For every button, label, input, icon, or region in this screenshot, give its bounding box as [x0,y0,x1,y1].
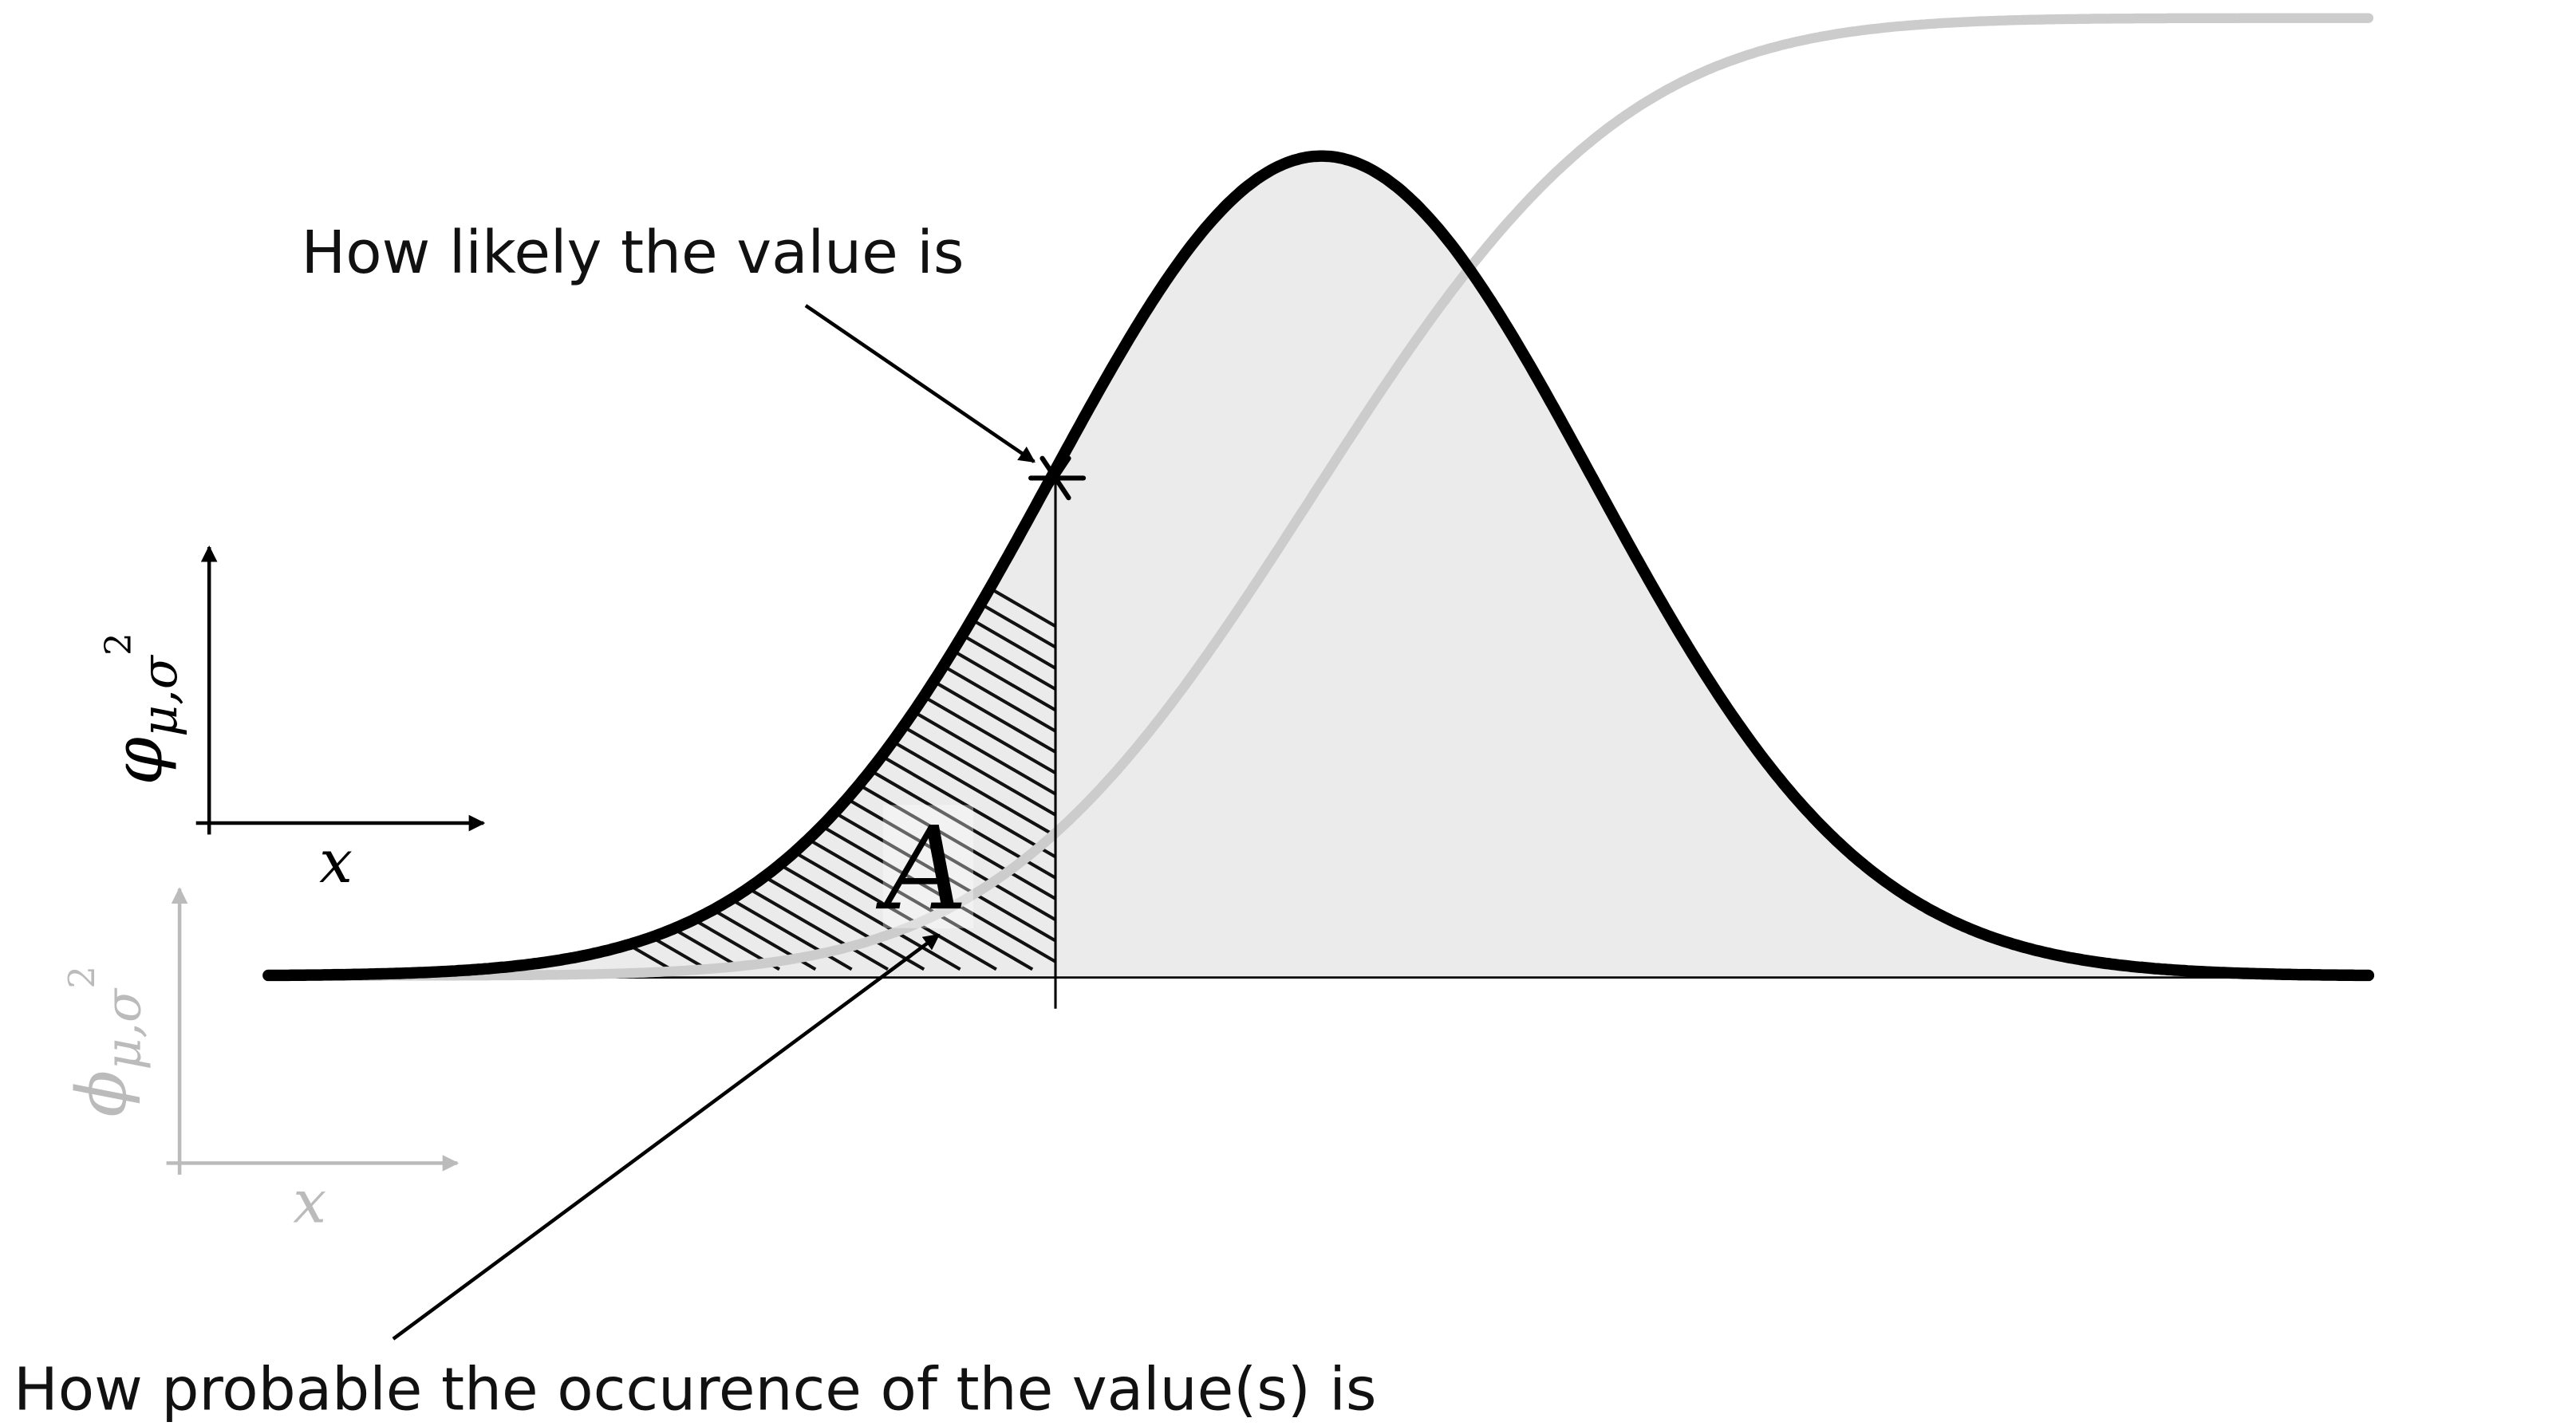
probability-annotation-arrow [392,933,941,1341]
hatch-line [268,491,817,971]
density-annotation-arrow [804,304,1036,463]
hatch-line [268,491,997,971]
cdf-legend-y-label: ϕμ,σ2 [61,966,152,1117]
hatch-line [268,491,708,971]
hatch-line [268,491,961,971]
probability-annotation: How probable the occurence of the value(… [14,1355,1376,1424]
cdf-legend-x-label: x [293,1168,326,1237]
hatch-line [268,491,744,971]
hatch-line [268,491,925,971]
pdf-legend-axes: x φμ,σ2 [97,545,486,896]
area-label-patch [882,805,974,928]
cdf-legend-axes: x ϕμ,σ2 [61,887,460,1237]
pdf-legend-y-label: φμ,σ2 [97,632,188,785]
hatch-line [268,491,780,971]
density-area-fill [268,156,2369,976]
density-curve [262,150,2375,982]
hatch-line [268,491,673,971]
cdf-curve [263,13,2374,981]
pdf-legend-x-label: x [319,828,353,896]
density-annotation: How likely the value is [302,219,965,287]
hatch-line [268,491,889,971]
value-point-marker [1028,455,1087,501]
area-label: A [876,802,968,936]
